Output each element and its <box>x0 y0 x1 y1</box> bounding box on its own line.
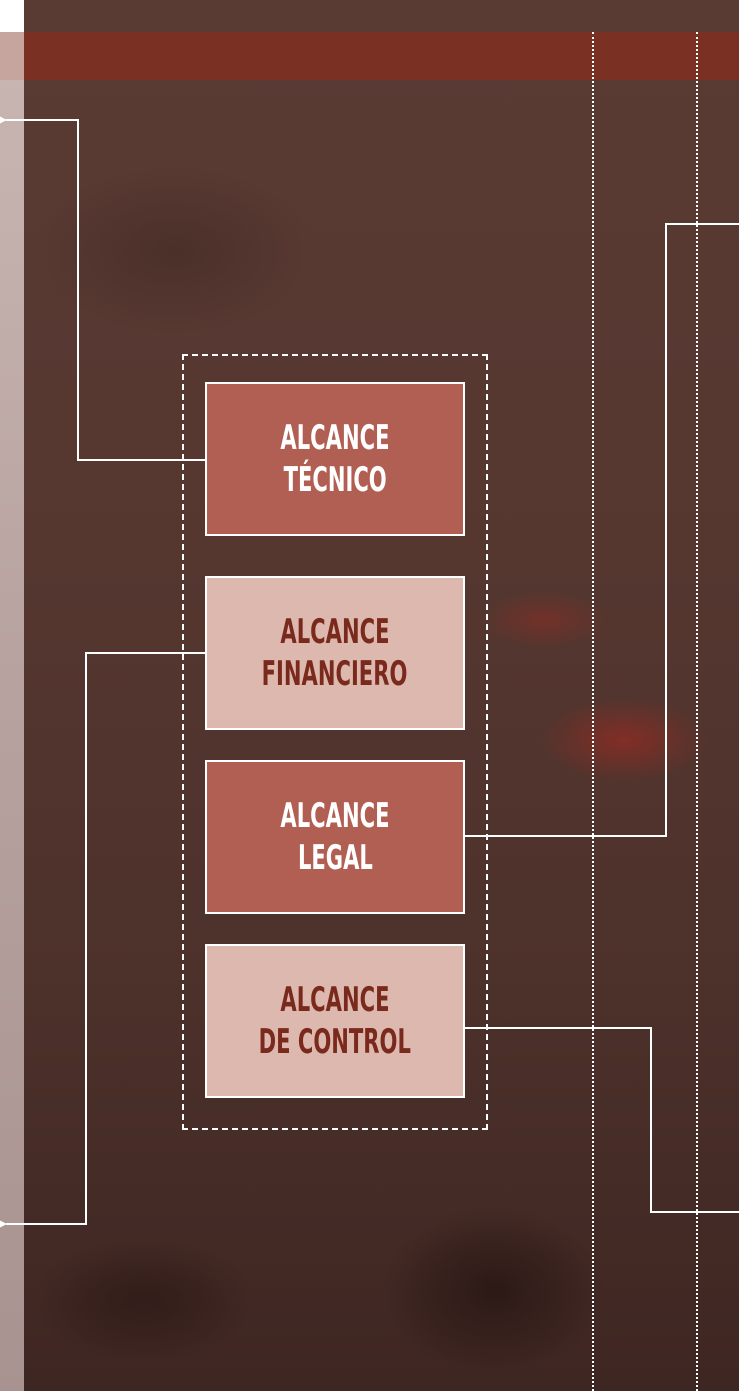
dotted-guide-line <box>592 32 594 1391</box>
dotted-guide-line <box>696 32 698 1391</box>
left-sidebar-strip <box>0 32 24 1391</box>
connector-tecnico <box>0 115 205 461</box>
box-line-1: ALCANCE <box>280 612 390 652</box>
box-line-1: ALCANCE <box>280 980 390 1020</box>
box-line-2: LEGAL <box>297 838 373 878</box>
box-alcance-legal[interactable]: ALCANCE LEGAL <box>205 760 465 914</box>
header-bar <box>24 32 739 80</box>
left-sidebar-header <box>0 32 24 80</box>
box-line-2: FINANCIERO <box>262 654 408 694</box>
box-line-2: TÉCNICO <box>283 460 387 500</box>
connector-legal <box>465 223 739 837</box>
box-line-2: DE CONTROL <box>258 1022 412 1062</box>
scope-group-frame <box>182 354 488 1130</box>
box-alcance-financiero[interactable]: ALCANCE FINANCIERO <box>205 576 465 730</box>
box-line-1: ALCANCE <box>280 418 390 458</box>
connector-financiero <box>0 652 205 1229</box>
box-line-1: ALCANCE <box>280 796 390 836</box>
connector-control <box>465 1027 739 1213</box>
box-alcance-de-control[interactable]: ALCANCE DE CONTROL <box>205 944 465 1098</box>
box-alcance-tecnico[interactable]: ALCANCE TÉCNICO <box>205 382 465 536</box>
